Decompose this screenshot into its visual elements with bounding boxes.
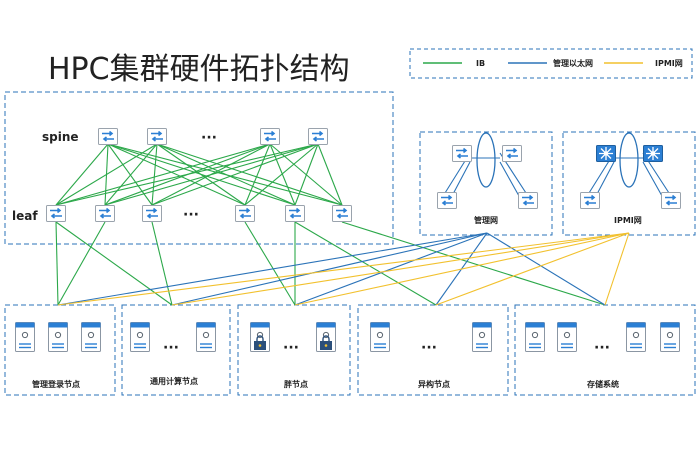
- ipmi-network: IPMI网: [580, 132, 681, 225]
- ib-link-s3-l4: [294, 143, 319, 206]
- ipmi-link-1: [171, 232, 630, 306]
- ib-downlink-6: [294, 221, 437, 306]
- ib-downlink-7: [341, 221, 606, 306]
- ib-link-s1-l3: [156, 143, 246, 206]
- ipmi-link-2: [294, 232, 630, 306]
- ib-link-s0-l0: [55, 143, 109, 206]
- ipmi-core-switch-1: [596, 145, 616, 162]
- legend-label-mgmt: 管理以太网: [553, 58, 593, 68]
- ib-link-s0-l2: [107, 143, 153, 206]
- mgmt-link-1: [171, 232, 488, 306]
- ib-links: [55, 143, 343, 206]
- ib-link-s1-l5: [156, 143, 343, 206]
- storage-server-3: [626, 322, 646, 352]
- ib-link-s2-l0: [55, 143, 271, 206]
- ib-link-s1-l0: [55, 143, 158, 206]
- spine-switch-4: [308, 128, 328, 145]
- group-label-hetero: 异构节点: [418, 379, 450, 389]
- storage-server-1: [525, 322, 545, 352]
- spine-switch-3: [260, 128, 280, 145]
- mgmt-link-0: [57, 232, 488, 306]
- ipmi-network-label: IPMI网: [614, 216, 642, 225]
- leaf-switch-6: [332, 205, 352, 222]
- ib-link-s3-l5: [317, 143, 343, 206]
- hetero-server-2: [472, 322, 492, 352]
- ib-downlink-2: [57, 221, 106, 306]
- ib-link-s3-l3: [244, 143, 319, 206]
- ib-fabric-frame: [4, 91, 394, 245]
- legend: IB 管理以太网 IPMI网: [409, 48, 693, 79]
- mgmt-core-switch-1: [452, 145, 472, 162]
- ipmi-link-4: [604, 232, 630, 306]
- group-label-login: 管理登录节点: [32, 379, 80, 389]
- group-frame-fat: [237, 304, 351, 396]
- storage-ellipsis: ···: [594, 340, 610, 356]
- ib-downlink-4: [244, 221, 296, 306]
- ib-link-s3-l2: [151, 143, 319, 206]
- leaf-switch-4: [235, 205, 255, 222]
- group-label-fat: 胖节点: [283, 379, 308, 389]
- mgmt-link-2: [294, 232, 488, 306]
- hetero-ellipsis: ···: [421, 340, 437, 356]
- group-frame-login: [4, 304, 116, 396]
- fat-server-2: [316, 322, 336, 352]
- spine-ellipsis: ···: [201, 130, 217, 146]
- downlinks: [55, 221, 630, 306]
- fat-ellipsis: ···: [283, 340, 299, 356]
- ib-link-s0-l3: [107, 143, 246, 206]
- ib-downlink-0: [55, 221, 59, 306]
- storage-server-2: [557, 322, 577, 352]
- group-frame-hetero: [357, 304, 509, 396]
- ib-link-s1-l2: [151, 143, 158, 206]
- leaf-switch-3: [142, 205, 162, 222]
- mgmt-link-4: [486, 232, 606, 306]
- mgmt-access-switch-1: [437, 192, 457, 209]
- leaf-label: leaf: [12, 209, 38, 223]
- spine-switch-1: [98, 128, 118, 145]
- ipmi-access-switch-2: [661, 192, 681, 209]
- mgmt-network: 管理网: [437, 132, 538, 225]
- mgmt-core-switch-2: [502, 145, 522, 162]
- compute-server-2: [196, 322, 216, 352]
- ipmi-access-switch-1: [580, 192, 600, 209]
- fat-server-1: [250, 322, 270, 352]
- ib-downlink-1: [55, 221, 173, 306]
- group-frame-compute: [121, 304, 231, 396]
- ib-link-s3-l0: [55, 143, 319, 206]
- legend-label-ipmi: IPMI网: [655, 59, 683, 68]
- ib-link-s1-l4: [156, 143, 296, 206]
- login-server-2: [48, 322, 68, 352]
- login-server-1: [15, 322, 35, 352]
- group-label-storage: 存储系统: [586, 379, 619, 389]
- mgmt-network-label: 管理网: [474, 215, 498, 225]
- storage-server-4: [660, 322, 680, 352]
- ib-link-s2-l3: [244, 143, 271, 206]
- group-label-compute: 通用计算节点: [150, 376, 198, 386]
- leaf-switch-5: [285, 205, 305, 222]
- leaf-switch-2: [95, 205, 115, 222]
- legend-label-ib: IB: [476, 59, 485, 68]
- ipmi-core-switch-2: [643, 145, 663, 162]
- hetero-server-1: [370, 322, 390, 352]
- ipmi-link-0: [57, 232, 630, 306]
- leaf-ellipsis: ···: [183, 207, 199, 223]
- spine-label: spine: [42, 130, 79, 144]
- compute-ellipsis: ···: [163, 340, 179, 356]
- mgmt-access-switch-2: [518, 192, 538, 209]
- login-server-3: [81, 322, 101, 352]
- ib-link-s1-l1: [104, 143, 158, 206]
- ipmi-link-3: [435, 232, 630, 306]
- spine-switch-2: [147, 128, 167, 145]
- ib-link-s3-l1: [104, 143, 319, 206]
- compute-server-1: [130, 322, 150, 352]
- page-title: HPC集群硬件拓扑结构: [48, 52, 350, 87]
- leaf-switch-1: [46, 205, 66, 222]
- ipmi-network-frame: [562, 131, 696, 236]
